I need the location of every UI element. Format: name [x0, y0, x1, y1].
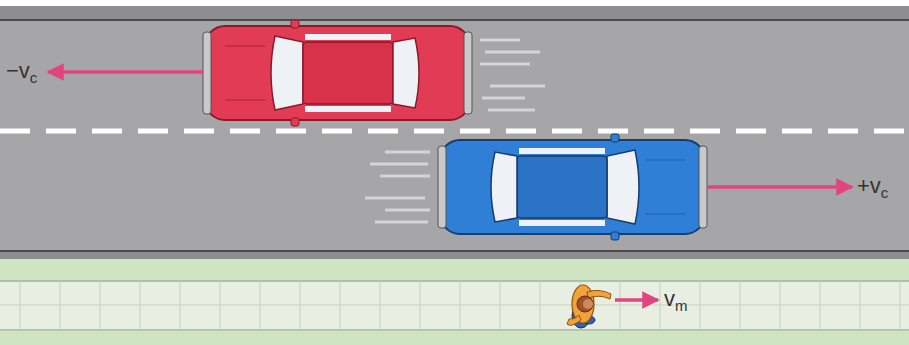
red-car — [203, 20, 472, 126]
pedestrian — [567, 285, 611, 328]
road-edge — [0, 19, 909, 21]
grass-strip — [0, 331, 909, 345]
curb — [0, 6, 909, 20]
tile-lines — [20, 281, 900, 330]
lane-divider — [0, 129, 909, 134]
velocity-label: vm — [664, 288, 688, 310]
grass-strip — [0, 259, 909, 281]
sidewalk — [0, 281, 909, 330]
sidewalk-edge — [0, 329, 909, 331]
road-edge — [0, 250, 909, 252]
velocity-label: −vc — [6, 60, 37, 82]
road — [0, 20, 909, 251]
velocity-arrow — [615, 298, 658, 302]
margin — [0, 0, 909, 6]
velocity-label: +vc — [857, 175, 888, 197]
tile-line — [0, 305, 909, 306]
curb — [0, 252, 909, 259]
sidewalk-edge — [0, 280, 909, 282]
velocity-arrow — [48, 70, 203, 74]
blue-car — [438, 134, 707, 240]
velocity-arrow — [707, 185, 852, 189]
